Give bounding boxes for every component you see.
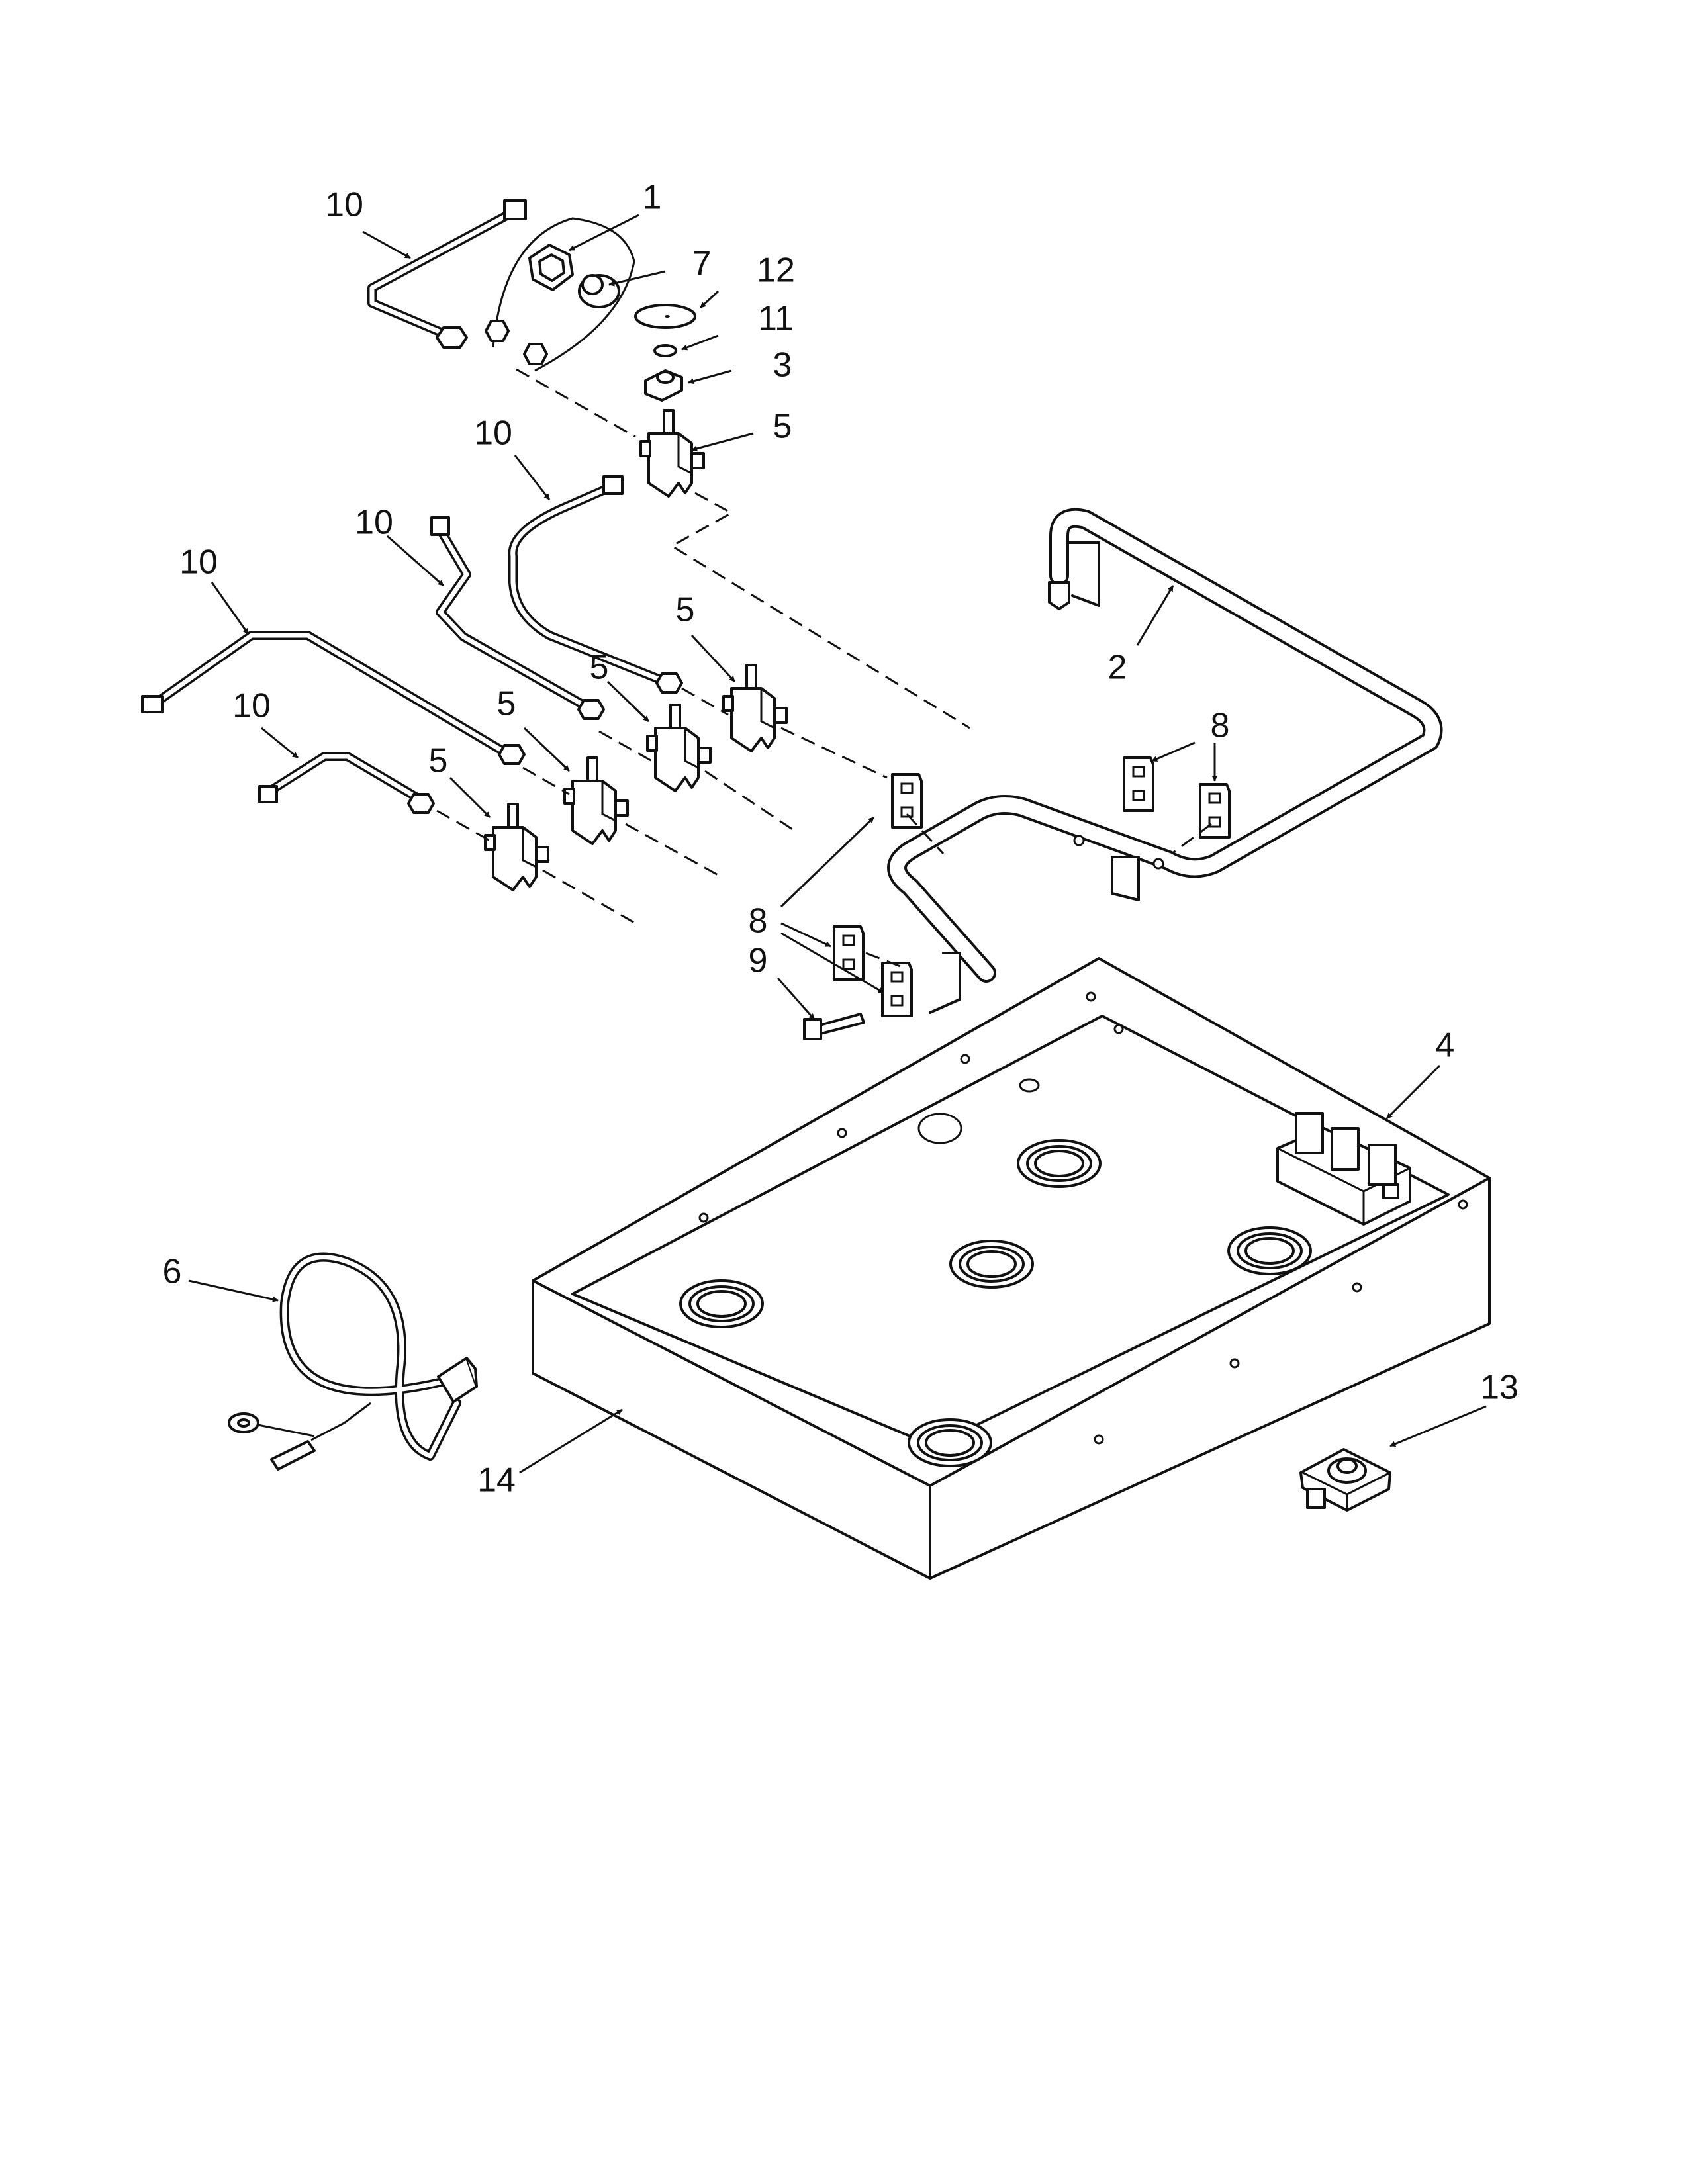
callout-6: 6	[163, 1253, 182, 1291]
gas-tube-4	[141, 631, 526, 765]
callout-9: 9	[749, 942, 768, 980]
callout-7: 7	[692, 245, 712, 283]
burner-rear	[1017, 1139, 1102, 1188]
spark-module	[1276, 1112, 1411, 1226]
burner-center	[949, 1240, 1034, 1289]
gas-manifold-pipe	[887, 508, 1443, 1014]
callout-12: 12	[757, 251, 795, 290]
orifice-detail-group	[485, 217, 696, 402]
cooktop-base-pan	[532, 957, 1491, 1580]
valve-top	[639, 409, 705, 498]
callout-5: 5	[676, 591, 695, 629]
callout-5: 5	[590, 649, 609, 687]
gas-tube-5	[258, 752, 435, 814]
callout-8: 8	[749, 902, 768, 940]
orifice-holder	[644, 369, 683, 402]
callout-10: 10	[179, 543, 218, 582]
orifice-cap	[578, 274, 620, 308]
clip-manifold-lower-b	[881, 962, 913, 1017]
valve-row3	[646, 704, 712, 792]
gas-tube-2	[508, 475, 683, 694]
valve-row4	[563, 756, 629, 845]
callout-5: 5	[497, 685, 516, 723]
burner-right	[1227, 1226, 1312, 1275]
burner-front	[908, 1418, 992, 1467]
gas-tube-top	[367, 199, 527, 349]
callout-10: 10	[325, 186, 363, 224]
callout-14: 14	[477, 1461, 516, 1500]
callout-2: 2	[1108, 649, 1127, 687]
valve-row5	[484, 803, 549, 891]
hex-nut	[528, 244, 574, 291]
o-ring	[653, 344, 677, 357]
callout-13: 13	[1480, 1369, 1519, 1407]
callout-11: 11	[758, 300, 794, 338]
callout-10: 10	[355, 504, 393, 542]
valve-switch	[1299, 1448, 1391, 1512]
mounting-screw	[803, 1013, 865, 1040]
gas-inlet-hole	[917, 1113, 962, 1144]
callout-labels: 1 7 12 11 3 5 10 10 10 10 10 5 5 5 5 2 8…	[163, 179, 1519, 1500]
connection-lines	[436, 368, 1212, 968]
callout-4: 4	[1436, 1026, 1455, 1065]
callout-10: 10	[232, 687, 271, 725]
leader-lines	[188, 214, 1487, 1474]
valve-row2	[722, 664, 788, 752]
gas-tube-3	[430, 516, 605, 720]
callout-5: 5	[773, 408, 792, 446]
callout-5: 5	[429, 742, 448, 780]
clip-manifold-right-a	[1123, 756, 1154, 812]
callout-1: 1	[643, 179, 662, 217]
power-cord	[228, 1252, 478, 1471]
clip-manifold-upper	[891, 773, 923, 829]
callout-10: 10	[474, 414, 512, 453]
callout-3: 3	[773, 346, 792, 385]
burner-front-left	[679, 1279, 764, 1328]
callout-8: 8	[1211, 707, 1230, 745]
